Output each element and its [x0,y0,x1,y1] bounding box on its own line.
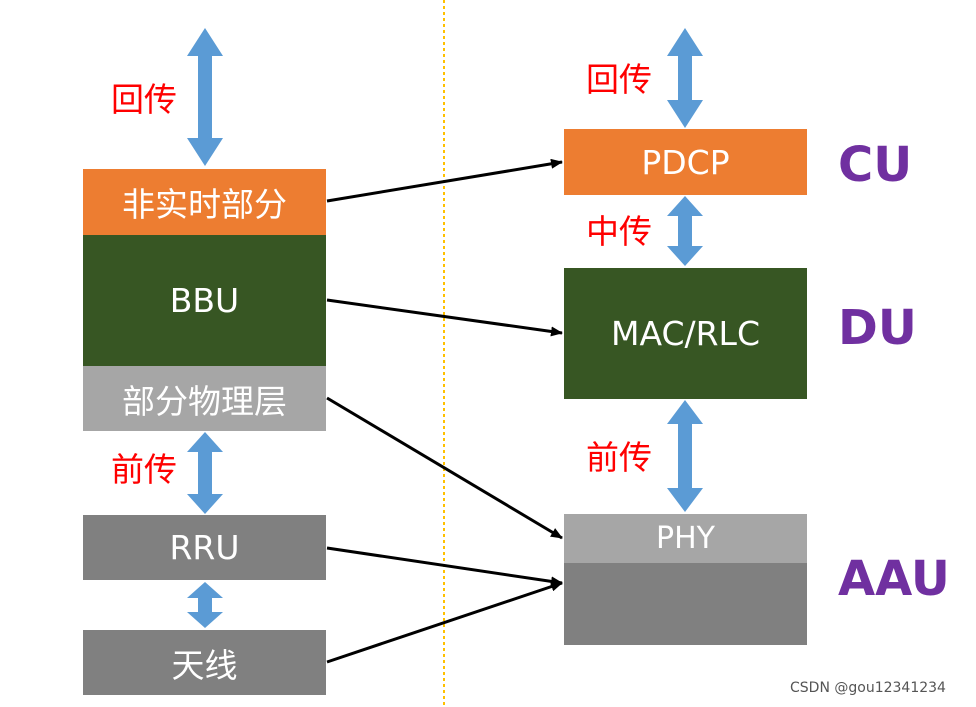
rru-label: RRU [169,528,240,567]
cu-tag: CU [838,137,913,193]
mac-rlc-label: MAC/RLC [611,314,760,353]
left-fronthaul-double-arrow [187,432,223,514]
bbu-block: BBU [83,235,326,366]
antenna-block: 天线 [83,630,326,695]
mac-rlc-block: MAC/RLC [564,268,807,399]
map-arrow-rru-to-aau [326,546,563,587]
right-backhaul-double-arrow [667,28,703,128]
map-arrow-bbu-to-mac [326,298,563,337]
watermark: CSDN @gou12341234 [790,680,946,696]
pdcp-label: PDCP [641,142,730,182]
rru-block: RRU [83,515,326,580]
partial-phy-block: 部分物理层 [83,366,326,431]
phy-label: PHY [656,521,715,556]
du-tag: DU [838,300,917,356]
phy-block: PHY [564,514,807,563]
map-arrow-antenna-to-aau [326,581,563,664]
bbu-label: BBU [169,281,240,320]
map-arrow-phy-to-phy [326,396,563,540]
right-fronthaul-double-arrow [667,400,703,512]
antenna-label: 天线 [171,645,238,685]
non-realtime-block: 非实时部分 [83,169,326,235]
midhaul-label: 中传 [586,212,652,251]
right-backhaul-label: 回传 [586,60,652,99]
left-backhaul-double-arrow [187,28,223,166]
aau-tag: AAU [838,551,950,607]
aau-lower-block [564,563,807,645]
left-fronthaul-label: 前传 [111,450,177,489]
non-realtime-label: 非实时部分 [122,185,287,224]
right-midhaul-double-arrow [667,196,703,266]
right-fronthaul-label: 前传 [586,438,652,477]
partial-phy-label: 部分物理层 [122,381,287,421]
left-backhaul-label: 回传 [111,80,177,119]
left-rru-antenna-double-arrow [187,582,223,628]
map-arrow-nonrt-to-pdcp [326,158,563,203]
pdcp-block: PDCP [564,129,807,195]
